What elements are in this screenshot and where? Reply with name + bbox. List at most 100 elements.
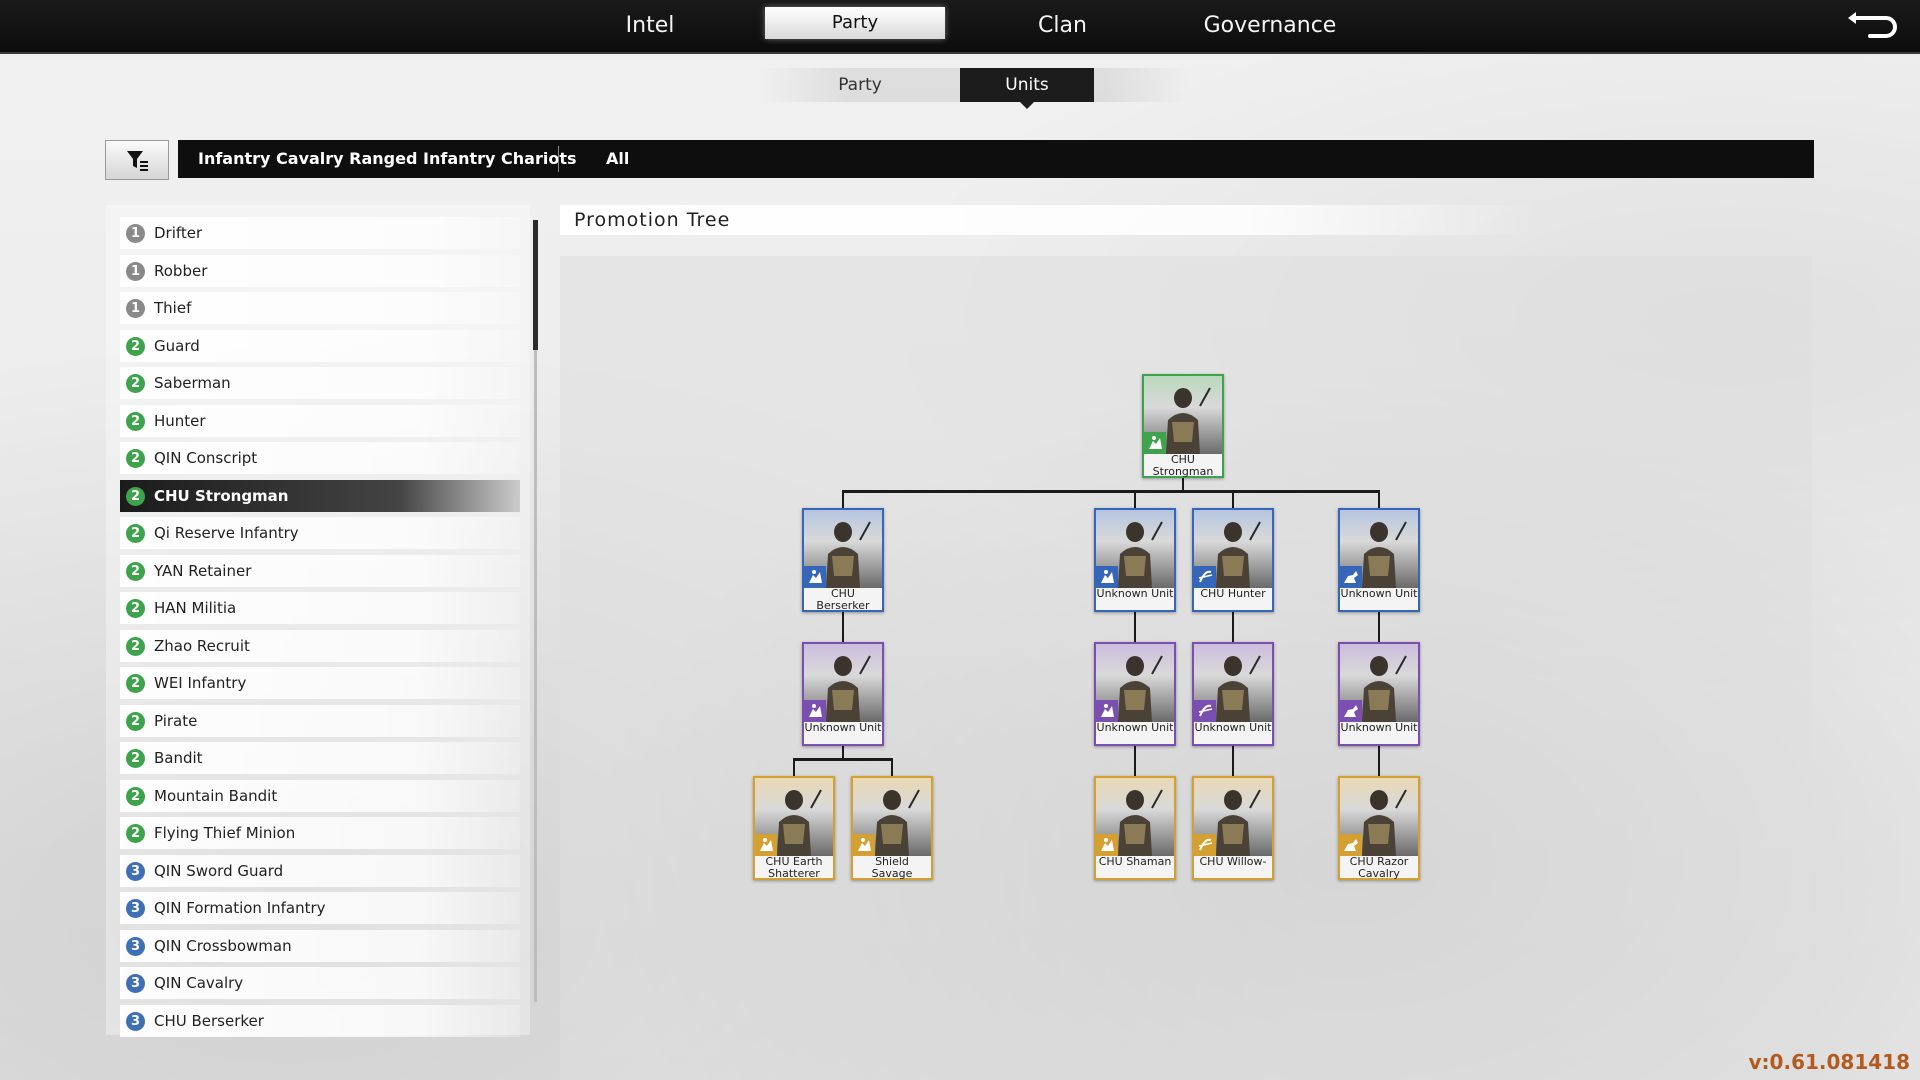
unit-name: Qi Reserve Infantry — [154, 524, 299, 542]
tree-connector — [793, 758, 795, 776]
unit-name: YAN Retainer — [154, 561, 252, 580]
infantry-icon — [804, 700, 826, 722]
promotion-unit-name: CHU Razor Cavalry — [1349, 856, 1409, 880]
tab-clan[interactable]: Clan — [1038, 13, 1087, 38]
tree-connector — [1134, 490, 1136, 508]
filter-all-option[interactable]: All — [606, 149, 630, 168]
unit-name: QIN Crossbowman — [154, 936, 292, 955]
unit-list-item[interactable]: 2 Guard — [120, 329, 520, 362]
tier-badge: 2 — [126, 786, 145, 806]
tier-badge: 2 — [126, 674, 145, 693]
promotion-unit-card[interactable]: Unknown Unit — [1338, 508, 1420, 612]
promotion-unit-card[interactable]: CHU Shaman — [1094, 776, 1176, 880]
promotion-unit-name: Shield Savage — [871, 856, 913, 880]
promotion-unit-name: Unknown Unit — [804, 722, 882, 734]
promotion-unit-name: CHU Strongman — [1152, 454, 1214, 478]
promotion-unit-name: CHU Earth Shatterer — [765, 856, 823, 880]
tree-connector — [842, 490, 844, 508]
tree-connector — [843, 490, 1379, 493]
promotion-unit-card[interactable]: CHU Willow- — [1192, 776, 1274, 880]
promotion-unit-card[interactable]: Unknown Unit — [1094, 508, 1176, 612]
filter-icon — [127, 151, 148, 171]
promotion-unit-card[interactable]: CHU Razor Cavalry — [1338, 776, 1420, 880]
promotion-tree-title: Promotion Tree — [574, 209, 731, 231]
promotion-unit-name: Unknown Unit — [1340, 722, 1418, 734]
back-arrow-icon[interactable] — [1848, 12, 1900, 40]
promotion-unit-card[interactable]: Unknown Unit — [1338, 642, 1420, 746]
unit-list-item[interactable]: 2 Qi Reserve Infantry — [120, 517, 520, 549]
promotion-unit-card[interactable]: Unknown Unit — [1094, 642, 1176, 746]
unit-name: Thief — [154, 299, 192, 317]
tier-badge: 1 — [126, 299, 145, 318]
unit-categories-label[interactable]: Infantry Cavalry Ranged Infantry Chariot… — [198, 149, 577, 168]
subtab-party[interactable]: Party — [838, 75, 882, 95]
tier-badge: 2 — [126, 336, 145, 356]
promotion-unit-name: CHU Shaman — [1098, 856, 1172, 868]
unit-name: Zhao Recruit — [154, 636, 250, 655]
tier-badge: 3 — [126, 1011, 145, 1031]
tier-badge: 3 — [126, 974, 145, 993]
unit-list-item[interactable]: 2 WEI Infantry — [120, 667, 520, 699]
promotion-unit-card[interactable]: CHU Hunter — [1192, 508, 1274, 612]
tree-connector — [1378, 490, 1380, 508]
unit-list-scrollbar-track[interactable] — [534, 220, 537, 1002]
tier-badge: 2 — [126, 824, 145, 843]
unit-list-item[interactable]: 1 Thief — [120, 292, 520, 324]
unit-name: Hunter — [154, 411, 206, 430]
promotion-unit-card[interactable]: Shield Savage — [851, 776, 933, 880]
promotion-unit-card[interactable]: CHU Strongman — [1142, 374, 1224, 478]
unit-name: QIN Sword Guard — [154, 861, 284, 880]
unit-name: Guard — [154, 336, 200, 355]
promotion-unit-card[interactable]: Unknown Unit — [1192, 642, 1274, 746]
ranged-icon — [1194, 834, 1216, 856]
promotion-unit-card[interactable]: CHU Berserker — [802, 508, 884, 612]
unit-name: Bandit — [154, 749, 203, 767]
tab-governance[interactable]: Governance — [1203, 13, 1337, 38]
unit-list-scrollbar-thumb[interactable] — [533, 220, 538, 350]
tree-connector — [1232, 490, 1234, 508]
tab-intel[interactable]: Intel — [625, 13, 675, 38]
unit-name: WEI Infantry — [154, 674, 247, 692]
unit-list-item[interactable]: 2 Saberman — [120, 367, 520, 399]
unit-name: Saberman — [154, 374, 231, 392]
version-label: v:0.61.081418 — [1748, 1050, 1910, 1074]
ranged-icon — [1194, 700, 1216, 722]
tier-badge: 2 — [126, 486, 145, 506]
tier-badge: 2 — [126, 561, 145, 581]
tier-badge: 2 — [126, 374, 145, 393]
promotion-unit-name: Unknown Unit — [1096, 722, 1174, 734]
tier-badge: 3 — [126, 861, 145, 881]
sub-tabs: Party Units — [760, 68, 1190, 109]
tree-connector — [794, 758, 892, 761]
tier-badge: 2 — [126, 711, 145, 731]
tab-party[interactable]: Party — [765, 7, 945, 39]
infantry-icon — [1096, 834, 1118, 856]
unit-name: Drifter — [154, 224, 203, 242]
promotion-unit-card[interactable]: CHU Earth Shatterer — [753, 776, 835, 880]
cavalry-icon — [1340, 566, 1362, 588]
promotion-unit-card[interactable]: Unknown Unit — [802, 642, 884, 746]
filter-divider — [558, 146, 559, 172]
tree-connector — [842, 612, 844, 642]
unit-list-item[interactable]: 2 YAN Retainer — [120, 554, 520, 587]
unit-list-item[interactable]: 3 QIN Sword Guard — [120, 854, 520, 887]
tier-badge: 2 — [126, 524, 145, 543]
filter-button[interactable] — [105, 140, 169, 180]
subtab-units[interactable]: Units — [960, 68, 1094, 109]
infantry-icon — [804, 566, 826, 588]
